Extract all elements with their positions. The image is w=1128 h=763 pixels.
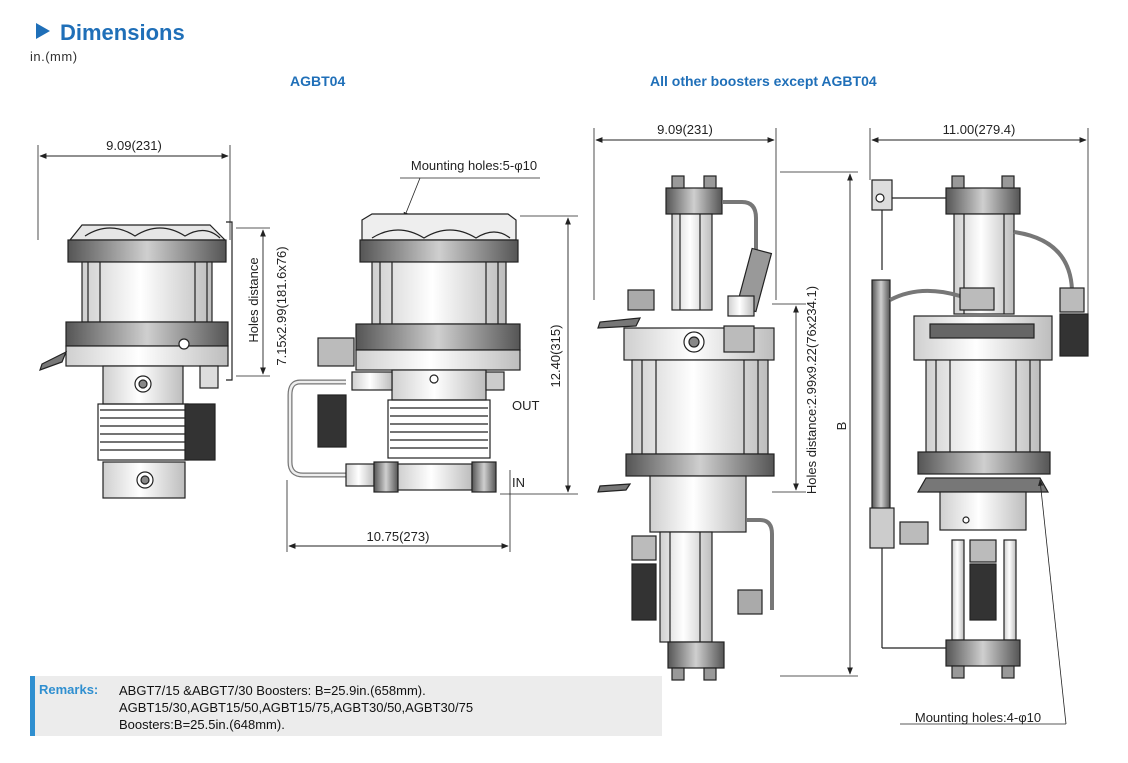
agbt04-front-view [37, 145, 270, 499]
remarks-line: AGBT15/30,AGBT15/50,AGBT15/75,AGBT30/50,… [119, 700, 474, 715]
remarks-line: Boosters:B=25.5in.(648mm). [119, 717, 285, 732]
other-side-view [869, 128, 1089, 725]
page-title-text: Dimensions [60, 20, 185, 45]
remarks-text: ABGT7/15 &ABGT7/30 Boosters: B=25.9in.(6… [119, 682, 473, 733]
agbt04-side-width-label: 10.75(273) [367, 529, 430, 544]
other-mounting-holes-label: Mounting holes:4-φ10 [915, 710, 1041, 725]
triangle-bullet-icon [36, 23, 50, 39]
section-title-other: All other boosters except AGBT04 [650, 73, 877, 89]
port-out-label: OUT [512, 398, 540, 413]
other-front-view [593, 128, 858, 681]
agbt04-holes-distance-label: Holes distance [246, 257, 261, 342]
port-in-label: IN [512, 475, 525, 490]
other-side-width-label: 11.00(279.4) [943, 122, 1016, 137]
other-front-width-label: 9.09(231) [657, 122, 713, 137]
units-label: in.(mm) [30, 49, 78, 64]
agbt04-holes-distance-value: 7.15x2.99(181.6x76) [274, 246, 289, 365]
remarks-label: Remarks: [39, 682, 99, 697]
other-height-label: B [834, 422, 849, 431]
agbt04-front-width-label: 9.09(231) [106, 138, 162, 153]
agbt04-side-view [286, 177, 578, 552]
remarks-box: Remarks: ABGT7/15 &ABGT7/30 Boosters: B=… [30, 676, 662, 736]
agbt04-height-label: 12.40(315) [548, 325, 563, 388]
page-title: Dimensions [36, 20, 185, 46]
other-holes-distance-label: Holes distance:2.99x9.22(76x234.1) [804, 286, 819, 494]
agbt04-mounting-holes-label: Mounting holes:5-φ10 [411, 158, 537, 173]
section-title-agbt04: AGBT04 [290, 73, 346, 89]
remarks-line: ABGT7/15 &ABGT7/30 Boosters: B=25.9in.(6… [119, 683, 426, 698]
